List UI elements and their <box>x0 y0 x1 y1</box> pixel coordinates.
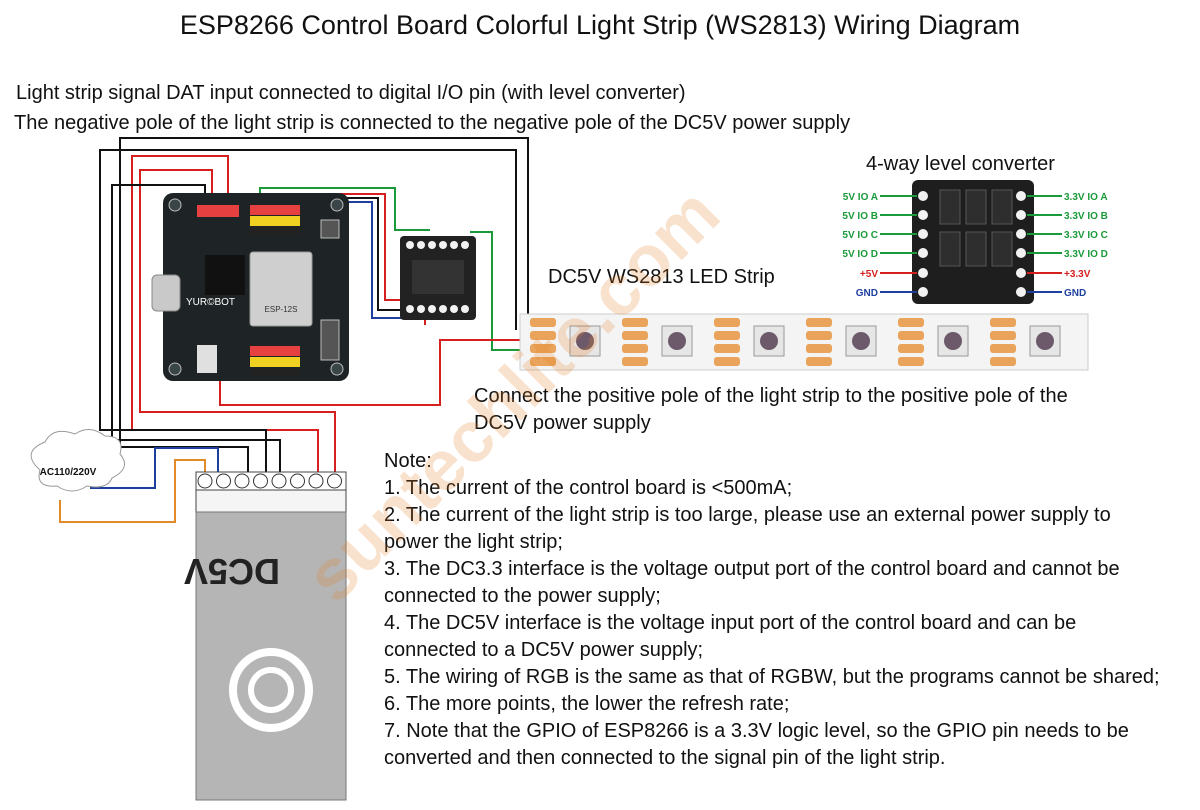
conv-right-pin-33v: +3.3V <box>1064 269 1091 280</box>
dc5v-power-supply: DC5V <box>184 471 347 801</box>
strip-pad <box>530 318 556 327</box>
note-item: 2. The current of the light strip is too… <box>384 504 1117 553</box>
strip-pad <box>530 357 556 366</box>
ac-source-cloud: AC110/220V <box>30 429 125 492</box>
note-item: 6. The more points, the lower the refres… <box>384 693 790 715</box>
psu-terminal-screw <box>327 473 342 489</box>
conv-right-pin-gnd: GND <box>1064 288 1086 299</box>
intro-line-negative: The negative pole of the light strip is … <box>14 112 851 134</box>
notes-block: Note: 1. The current of the control boar… <box>384 448 1164 772</box>
conv-right-pin-c: 3.3V IO C <box>1064 230 1108 241</box>
strip-led-lens <box>944 332 962 350</box>
strip-led-lens <box>760 332 778 350</box>
strip-pad <box>806 331 832 340</box>
wire-red-outer <box>131 155 319 490</box>
strip-pad <box>898 344 924 353</box>
ac-label: AC110/220V <box>40 467 97 478</box>
esp-module-label: ESP-12S <box>265 305 298 314</box>
strip-pad <box>622 357 648 366</box>
strip-pad <box>990 357 1016 366</box>
psu-terminal-screw <box>308 473 324 489</box>
wire-red-2 <box>139 169 336 490</box>
strip-pad <box>714 344 740 353</box>
intro-line-signal: Light strip signal DAT input connected t… <box>16 82 686 104</box>
psu-terminal-screw <box>197 473 213 489</box>
strip-pad <box>622 331 648 340</box>
notes-heading: Note: <box>384 450 432 472</box>
strip-led-lens <box>1036 332 1054 350</box>
wire-orange-ac <box>59 459 206 523</box>
conv-right-pin-a: 3.3V IO A <box>1064 192 1108 203</box>
strip-pad <box>806 318 832 327</box>
strip-pad <box>898 331 924 340</box>
strip-led-lens <box>576 332 594 350</box>
board-brand: YUR©BOT <box>186 297 235 308</box>
note-item: 3. The DC3.3 interface is the voltage ou… <box>384 558 1126 607</box>
strip-pad <box>530 344 556 353</box>
psu-terminal-screw <box>234 473 250 489</box>
strip-pad <box>990 318 1016 327</box>
led-strip <box>519 313 1089 371</box>
conv-left-pin-a: 5V IO A <box>843 192 878 203</box>
conv-left-pin-gnd: GND <box>856 288 878 299</box>
small-level-converter <box>400 236 476 320</box>
conv-left-pin-d: 5V IO D <box>842 249 878 260</box>
psu-terminal-screw <box>271 473 287 489</box>
diagram-title: ESP8266 Control Board Colorful Light Str… <box>179 10 1021 40</box>
strip-pad <box>622 344 648 353</box>
psu-brand: DC5V <box>184 551 280 592</box>
note-item: 7. Note that the GPIO of ESP8266 is a 3.… <box>384 720 1135 769</box>
wire-black-3 <box>111 184 281 490</box>
strip-pad <box>990 331 1016 340</box>
wire-black-outer <box>119 137 529 490</box>
esp8266-control-board: ESP-12S YUR©BOT <box>151 193 349 381</box>
conv-left-pin-5v: +5V <box>860 269 878 280</box>
positive-pole-note: Connect the positive pole of the light s… <box>474 385 1068 434</box>
strip-pad <box>530 331 556 340</box>
led-strip-label: DC5V WS2813 LED Strip <box>548 266 775 288</box>
level-converter-module: 5V IO A 5V IO B 5V IO C 5V IO D +5V GND … <box>842 180 1108 304</box>
wire-red-strip <box>219 339 520 406</box>
note-item: 5. The wiring of RGB is the same as that… <box>384 666 1160 688</box>
strip-led-lens <box>852 332 870 350</box>
note-item: 4. The DC5V interface is the voltage inp… <box>384 612 1082 661</box>
strip-pad <box>990 344 1016 353</box>
conv-left-pin-b: 5V IO B <box>842 211 878 222</box>
strip-pad <box>622 318 648 327</box>
wire-blue-ac <box>90 447 219 490</box>
conv-right-pin-b: 3.3V IO B <box>1064 211 1108 222</box>
psu-terminal-screw <box>290 473 305 489</box>
psu-terminal-screw <box>216 473 231 489</box>
wire-green-strip <box>470 231 520 351</box>
note-item: 1. The current of the control board is <… <box>384 477 793 499</box>
strip-pad <box>714 331 740 340</box>
strip-pad <box>898 318 924 327</box>
conv-left-pin-c: 5V IO C <box>842 230 878 241</box>
level-converter-title: 4-way level converter <box>866 153 1055 175</box>
strip-pad <box>806 357 832 366</box>
strip-pad <box>806 344 832 353</box>
conv-right-pin-d: 3.3V IO D <box>1064 249 1108 260</box>
strip-pad <box>898 357 924 366</box>
strip-led-lens <box>668 332 686 350</box>
psu-terminal-screw <box>253 473 268 489</box>
strip-pad <box>714 318 740 327</box>
strip-pad <box>714 357 740 366</box>
